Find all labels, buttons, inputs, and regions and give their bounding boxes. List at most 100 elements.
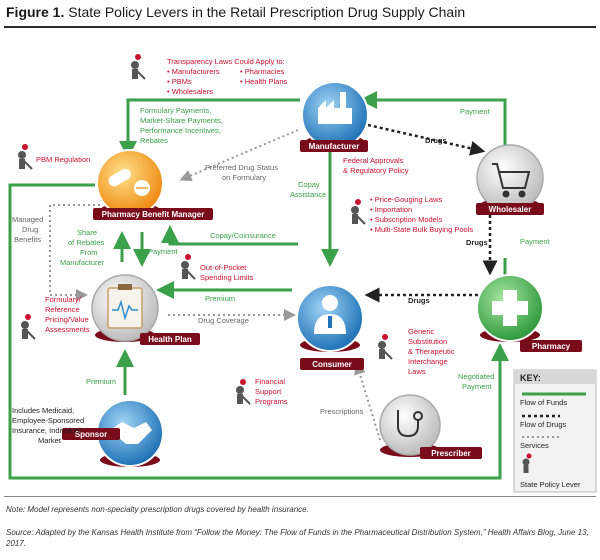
policy-lever-text: Transparency Laws Could Apply to: • Manu…: [36, 57, 473, 406]
figure-note: Note: Model represents non-specialty pre…: [6, 505, 309, 514]
node-health-plan: Health Plan: [91, 274, 200, 345]
pharmacy-label: Pharmacy: [532, 342, 571, 351]
stethoscope-icon: [397, 410, 423, 438]
node-wholesaler: Wholesaler: [476, 144, 544, 215]
svg-text:Prescriptions: Prescriptions: [320, 407, 364, 416]
factory-icon: [318, 92, 352, 124]
svg-text:of Rebates: of Rebates: [68, 238, 105, 247]
svg-text:Assessments: Assessments: [45, 325, 90, 334]
key-drugs: Flow of Drugs: [520, 420, 567, 429]
svg-text:Payment: Payment: [148, 247, 179, 256]
manufacturer-label: Manufacturer: [309, 142, 360, 151]
svg-text:Preferred Drug Status: Preferred Drug Status: [205, 163, 278, 172]
key-services: Services: [520, 441, 549, 450]
svg-text:Benefits: Benefits: [14, 235, 41, 244]
consumer-label: Consumer: [312, 360, 352, 369]
svg-text:Employee-Sponsored: Employee-Sponsored: [12, 416, 84, 425]
svg-text:• PBMs: • PBMs: [167, 77, 192, 86]
cart-icon: [492, 163, 531, 198]
svg-text:Drugs: Drugs: [466, 238, 488, 247]
transparency-heading: Transparency Laws Could Apply to:: [167, 57, 285, 66]
svg-text:Assistance: Assistance: [290, 190, 326, 199]
svg-text:Negotiated: Negotiated: [458, 372, 494, 381]
figure-source: Source: Adapted by the Kansas Health Ins…: [6, 528, 589, 548]
drugs-arrows: [364, 123, 498, 303]
key-lever: State Policy Lever: [520, 480, 581, 489]
svg-text:Rebates: Rebates: [140, 136, 168, 145]
svg-text:Formulary Payments,: Formulary Payments,: [140, 106, 211, 115]
svg-text:Premium: Premium: [86, 377, 116, 386]
node-prescriber: Prescriber: [379, 394, 482, 459]
node-consumer: Consumer: [296, 284, 364, 370]
svg-text:Market: Market: [38, 436, 62, 445]
handshake-icon: [110, 422, 152, 444]
figure-title: Figure 1. State Policy Levers in the Ret…: [6, 4, 466, 20]
svg-text:Generic: Generic: [408, 327, 435, 336]
clipboard-icon: [107, 284, 143, 329]
svg-text:• Health Plans: • Health Plans: [240, 77, 287, 86]
svg-text:• Importation: • Importation: [370, 205, 412, 214]
svg-text:Payment: Payment: [462, 382, 493, 391]
svg-text:Manufacturer: Manufacturer: [60, 258, 105, 267]
svg-text:Laws: Laws: [408, 367, 426, 376]
svg-text:Spending Limits: Spending Limits: [200, 273, 254, 282]
node-sponsor: Sponsor: [62, 399, 164, 467]
svg-text:Drug Coverage: Drug Coverage: [198, 316, 249, 325]
key-funds: Flow of Funds: [520, 398, 567, 407]
supply-chain-diagram: Manufacturer Pharmacy Benefit Manager Wh…: [8, 54, 597, 493]
legend-key: KEY: Flow of Funds Flow of Drugs Service…: [513, 369, 597, 493]
svg-text:Formulary/: Formulary/: [45, 295, 82, 304]
node-manufacturer: Manufacturer: [300, 81, 369, 152]
svg-text:Drugs: Drugs: [425, 136, 447, 145]
svg-text:Drugs: Drugs: [408, 296, 430, 305]
node-pharmacy: Pharmacy: [476, 274, 582, 352]
person-icon: [314, 295, 346, 334]
svg-text:Copay/Coinsurance: Copay/Coinsurance: [210, 231, 276, 240]
svg-text:Performance Incentives,: Performance Incentives,: [140, 126, 221, 135]
svg-text:• Wholesalers: • Wholesalers: [167, 87, 213, 96]
lever-figure-icon: [18, 54, 393, 405]
svg-text:Programs: Programs: [255, 397, 288, 406]
node-pbm: Pharmacy Benefit Manager: [93, 149, 213, 220]
health-plan-label: Health Plan: [148, 335, 192, 344]
wholesaler-label: Wholesaler: [489, 205, 532, 214]
svg-text:Payment: Payment: [460, 107, 491, 116]
svg-text:Drug: Drug: [22, 225, 38, 234]
svg-text:• Pharmacies: • Pharmacies: [240, 67, 285, 76]
svg-text:• Multi-State Bulk Buying Pool: • Multi-State Bulk Buying Pools: [370, 225, 473, 234]
svg-text:Managed: Managed: [12, 215, 43, 224]
svg-text:• Subscription Models: • Subscription Models: [370, 215, 442, 224]
title-divider: [4, 26, 596, 28]
svg-text:Share: Share: [77, 228, 97, 237]
svg-text:Pricing/Value: Pricing/Value: [45, 315, 89, 324]
svg-text:• Price-Gouging Laws: • Price-Gouging Laws: [370, 195, 442, 204]
svg-text:Support: Support: [255, 387, 282, 396]
sponsor-label: Sponsor: [75, 430, 107, 439]
svg-text:Substitution: Substitution: [408, 337, 447, 346]
svg-text:Out-of-Pocket: Out-of-Pocket: [200, 263, 247, 272]
svg-text:Financial: Financial: [255, 377, 285, 386]
services-arrows: [49, 129, 381, 441]
svg-text:Premium: Premium: [205, 294, 235, 303]
prescriber-label: Prescriber: [431, 449, 471, 458]
svg-text:on Formulary: on Formulary: [222, 173, 266, 182]
svg-text:Payment: Payment: [520, 237, 551, 246]
svg-text:Reference: Reference: [45, 305, 80, 314]
lever-figure-icon: [522, 453, 532, 473]
svg-text:Interchange: Interchange: [408, 357, 448, 366]
pbm-label: Pharmacy Benefit Manager: [102, 210, 205, 219]
pbm-regulation: PBM Regulation: [36, 155, 90, 164]
flow-labels: Formulary Payments, Market-Share Payment…: [12, 106, 551, 445]
key-title: KEY:: [520, 373, 541, 383]
svg-text:Federal Approvals: Federal Approvals: [343, 156, 404, 165]
footer-divider: [4, 496, 596, 497]
pills-icon: [108, 168, 150, 196]
svg-text:Market-Share Payments,: Market-Share Payments,: [140, 116, 223, 125]
cross-icon: [492, 290, 528, 326]
svg-text:• Manufacturers: • Manufacturers: [167, 67, 220, 76]
svg-text:& Regulatory Policy: & Regulatory Policy: [343, 166, 409, 175]
svg-text:Includes Medicaid,: Includes Medicaid,: [12, 406, 74, 415]
svg-text:Copay: Copay: [298, 180, 320, 189]
svg-text:From: From: [80, 248, 98, 257]
